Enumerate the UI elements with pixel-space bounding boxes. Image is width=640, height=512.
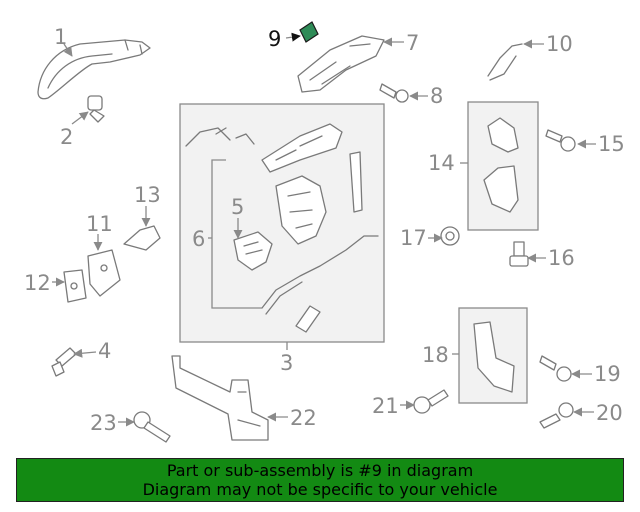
part-2-bushing[interactable]	[87, 95, 105, 123]
part-8-bolt[interactable]	[379, 83, 409, 103]
callout-16: 16	[548, 246, 575, 270]
callout-19: 19	[594, 362, 621, 386]
leader-lines	[52, 32, 596, 427]
part-3-latch-assembly[interactable]	[185, 123, 379, 333]
callout-10: 10	[546, 32, 573, 56]
callout-20: 20	[596, 401, 623, 425]
callout-14: 14	[428, 151, 455, 175]
part-17-nut[interactable]	[440, 226, 460, 246]
callout-11: 11	[86, 212, 113, 236]
callout-7: 7	[406, 31, 419, 55]
parts-diagram: 1 2 3 4 5 6 7 8 9 10 11 12 13 14 15 16 1…	[24, 21, 625, 443]
callout-15: 15	[598, 132, 625, 156]
callout-22: 22	[290, 406, 317, 430]
callout-18: 18	[422, 343, 449, 367]
callout-4: 4	[98, 339, 111, 363]
callout-9: 9	[268, 27, 281, 51]
callout-3: 3	[280, 351, 293, 375]
part-21-bolt[interactable]	[413, 389, 449, 414]
part-9-highlight[interactable]	[299, 21, 319, 43]
callout-5: 5	[231, 195, 244, 219]
part-23-bolt[interactable]	[133, 411, 171, 443]
part-16-stud[interactable]	[509, 241, 529, 267]
part-7-bracket[interactable]	[297, 35, 385, 93]
part-22-door-check[interactable]	[171, 355, 269, 441]
part-20-screw[interactable]	[539, 402, 574, 429]
banner-line-1: Part or sub-assembly is #9 in diagram	[166, 461, 474, 480]
callout-13: 13	[134, 183, 161, 207]
part-4-pin[interactable]	[51, 347, 77, 377]
part-5-actuator[interactable]	[233, 231, 273, 271]
part-12-plate[interactable]	[63, 269, 87, 303]
callout-23: 23	[90, 411, 117, 435]
callout-21: 21	[372, 394, 399, 418]
part-10-rod[interactable]	[487, 43, 523, 81]
callout-2: 2	[60, 125, 73, 149]
callout-12: 12	[24, 271, 51, 295]
part-15-screw[interactable]	[545, 129, 576, 152]
part-14-hinge[interactable]	[483, 117, 519, 213]
callout-8: 8	[430, 84, 443, 108]
banner-line-2: Diagram may not be specific to your vehi…	[142, 480, 498, 499]
part-13-bumper[interactable]	[123, 225, 161, 251]
info-banner: Part or sub-assembly is #9 in diagram Di…	[16, 458, 624, 502]
part-11-bracket[interactable]	[87, 249, 121, 297]
part-19-screw[interactable]	[539, 355, 572, 382]
part-18-hinge[interactable]	[473, 321, 515, 393]
callout-17: 17	[400, 226, 427, 250]
callout-6: 6	[192, 227, 205, 251]
part-9-clip[interactable]	[299, 21, 319, 43]
callout-1: 1	[54, 25, 67, 49]
